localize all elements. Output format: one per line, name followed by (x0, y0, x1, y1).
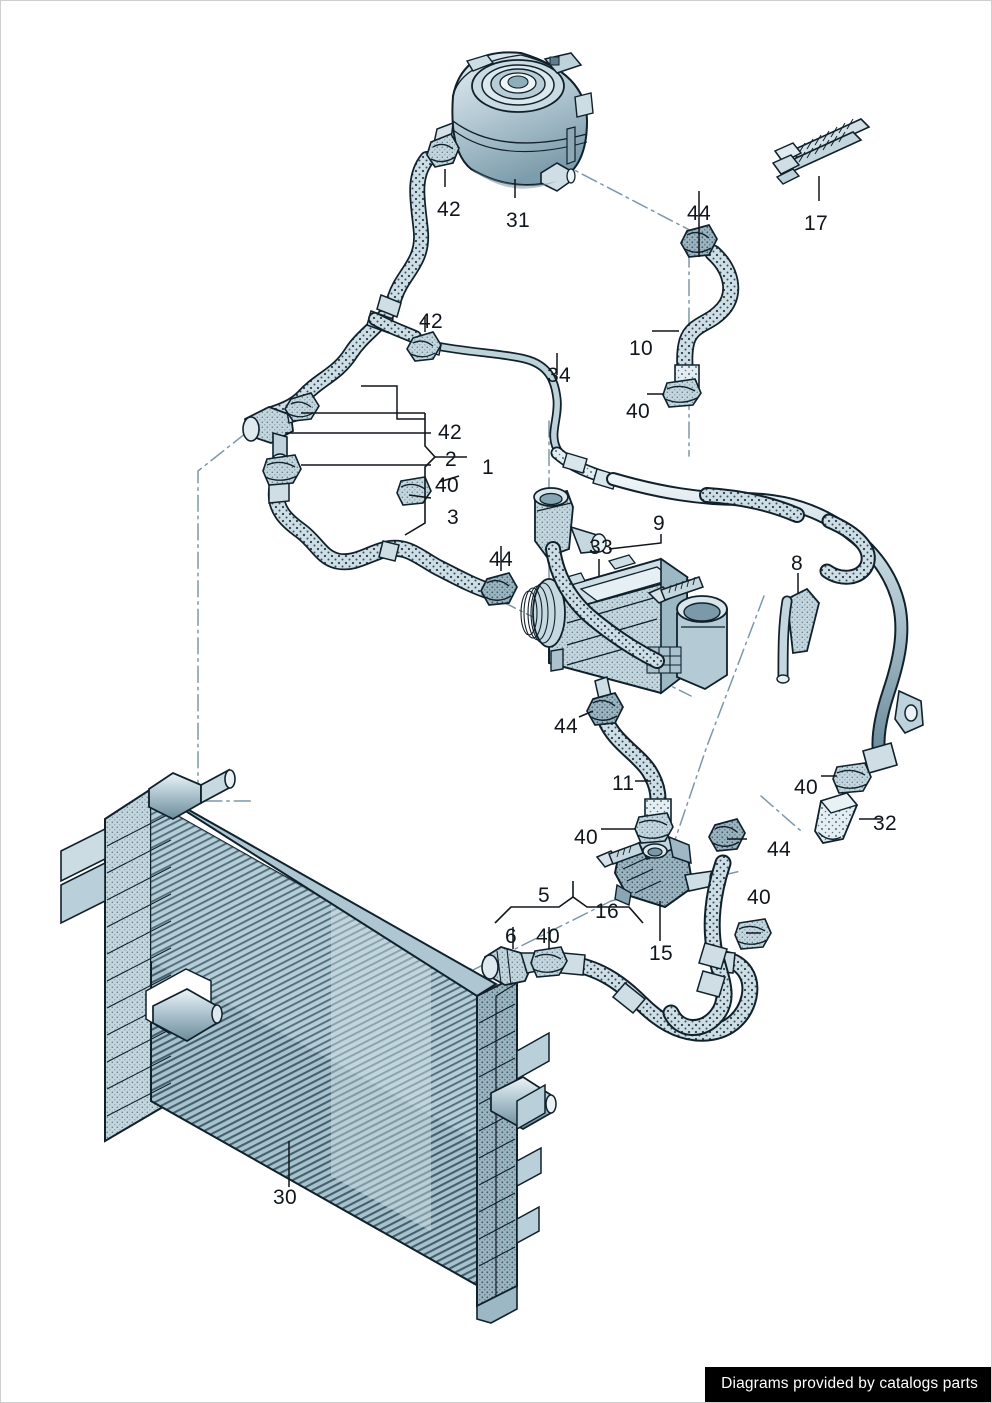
clamp-44-b[interactable] (480, 572, 518, 606)
callout-8: 8 (791, 552, 803, 575)
part-tee-fitting[interactable] (533, 487, 665, 669)
part-cable-tie[interactable] (771, 118, 871, 185)
part-pipe-8[interactable] (606, 472, 924, 774)
callout-44-c: 44 (554, 715, 578, 738)
clip-40-g[interactable] (530, 946, 568, 978)
part-expansion-tank[interactable] (433, 51, 594, 192)
clamp-44-d[interactable] (708, 818, 746, 852)
callout-33: 33 (589, 536, 613, 559)
callout-30: 30 (273, 1186, 297, 1209)
part-bolt-9[interactable] (647, 576, 704, 604)
callout-11: 11 (612, 772, 635, 795)
callout-44-b: 44 (489, 548, 513, 571)
clip-40-d[interactable] (634, 812, 674, 844)
part-radiator[interactable] (60, 768, 557, 1324)
leader-lines (285, 169, 881, 1187)
callout-3: 3 (447, 506, 459, 529)
callout-44-a: 44 (687, 202, 711, 225)
clip-40-b[interactable] (262, 454, 302, 486)
callout-40-f: 40 (536, 925, 560, 948)
part-coolant-pump[interactable] (613, 831, 721, 909)
part-hose-11[interactable] (596, 710, 672, 824)
callout-31: 31 (506, 209, 530, 232)
clip-40-f[interactable] (734, 918, 772, 950)
part-heat-exchanger[interactable] (520, 554, 728, 700)
clamp-42-c[interactable] (284, 392, 320, 422)
callout-17: 17 (804, 212, 828, 235)
clamp-42-b[interactable] (406, 331, 442, 362)
clamp-42-a[interactable] (426, 132, 460, 168)
part-hose-vertical-right[interactable] (662, 854, 733, 1036)
callout-42-c: 42 (438, 421, 462, 444)
callout-16: 16 (595, 900, 619, 923)
callout-42-b: 42 (419, 310, 443, 333)
callout-40-c: 40 (794, 776, 818, 799)
callout-40-d: 40 (574, 826, 598, 849)
bracket-1 (404, 413, 467, 536)
part-hose-2[interactable] (261, 151, 435, 423)
clip-40-c[interactable] (396, 476, 432, 506)
callout-9: 9 (653, 512, 665, 535)
clip-40-a[interactable] (662, 378, 702, 408)
callout-40-a: 40 (626, 400, 650, 423)
callout-40-e: 40 (747, 886, 771, 909)
callout-6: 6 (505, 925, 517, 948)
callout-5: 5 (538, 884, 550, 907)
clip-40-e[interactable] (832, 762, 872, 794)
callout-34: 34 (547, 364, 571, 387)
watermark: Diagrams provided by catalogs parts (705, 1367, 991, 1402)
callout-44-d: 44 (767, 838, 791, 861)
callout-1: 1 (482, 456, 494, 479)
callout-15: 15 (649, 942, 673, 965)
clamp-44-c[interactable] (586, 692, 624, 726)
callout-2: 2 (445, 448, 457, 471)
callout-40-b: 40 (435, 474, 459, 497)
clamps-group (262, 132, 872, 978)
bracket-5 (494, 881, 644, 924)
part-sleeve-32[interactable] (814, 791, 859, 845)
callout-42-a: 42 (437, 198, 461, 221)
part-pump-bolt[interactable] (595, 842, 644, 868)
part-hose-3[interactable] (267, 478, 498, 600)
part-pipe-34[interactable] (422, 340, 618, 490)
part-hose-10[interactable] (674, 244, 740, 392)
callout-32: 32 (873, 812, 897, 835)
callout-10: 10 (629, 337, 653, 360)
